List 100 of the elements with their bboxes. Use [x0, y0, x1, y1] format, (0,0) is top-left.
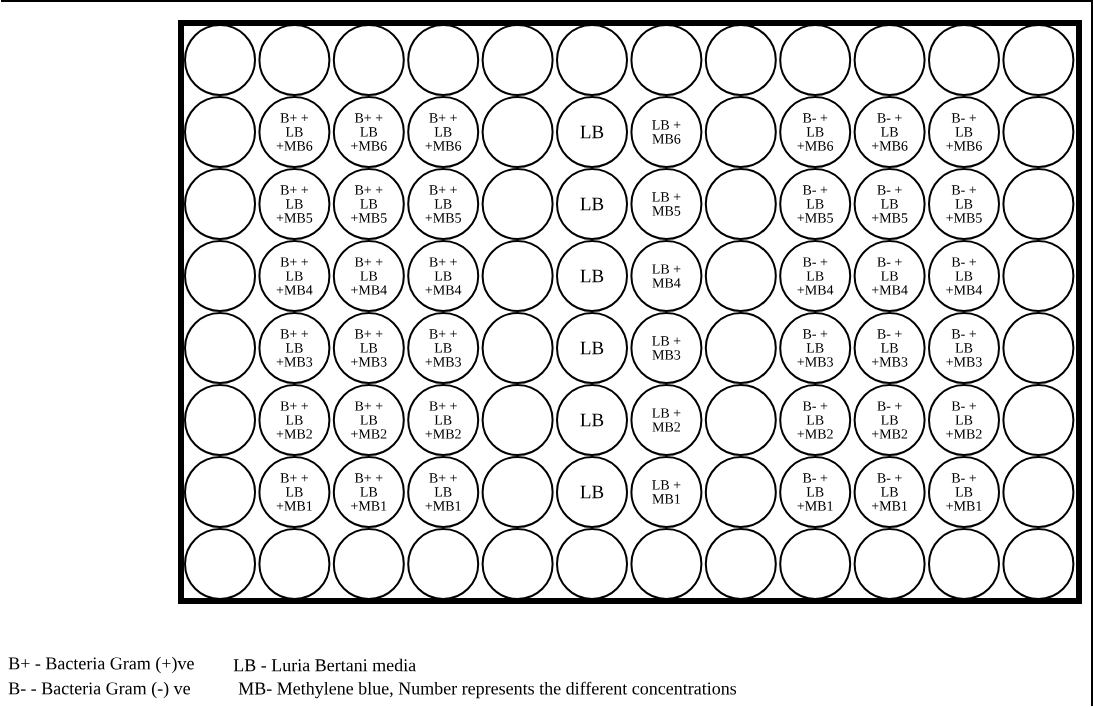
empty-well: [481, 312, 554, 384]
well: LB + MB2: [630, 384, 703, 456]
empty-well: [481, 384, 554, 456]
well: B+ + LB +MB1: [258, 456, 331, 528]
empty-well: [481, 528, 554, 600]
empty-well: [184, 24, 256, 96]
empty-well: [928, 528, 1000, 600]
well: LB + MB1: [630, 456, 703, 528]
well: LB + MB6: [630, 96, 703, 168]
empty-well: [779, 24, 852, 96]
legend-text: B- - Bacteria Gram (-) ve: [8, 681, 190, 699]
empty-well: [704, 528, 777, 600]
well: LB + MB4: [630, 240, 703, 312]
empty-well: [704, 456, 777, 528]
well: B- + LB +MB5: [928, 168, 1000, 240]
empty-well: [332, 528, 405, 600]
well: B- + LB +MB3: [779, 312, 852, 384]
well: B+ + LB +MB5: [258, 168, 331, 240]
well: B- + LB +MB2: [853, 384, 926, 456]
empty-well: [481, 456, 554, 528]
empty-well: [481, 240, 554, 312]
well: LB: [556, 168, 628, 240]
well: B- + LB +MB5: [779, 168, 852, 240]
well: B+ + LB +MB5: [332, 168, 405, 240]
empty-well: [407, 24, 480, 96]
empty-well: [184, 384, 256, 456]
well: LB: [556, 240, 628, 312]
well: B+ + LB +MB5: [407, 168, 480, 240]
well: B- + LB +MB5: [853, 168, 926, 240]
well: B- + LB +MB3: [853, 312, 926, 384]
well: B+ + LB +MB3: [258, 312, 331, 384]
empty-well: [1002, 168, 1075, 240]
well: B+ + LB +MB6: [258, 96, 331, 168]
legend-text: B+ - Bacteria Gram (+)ve: [8, 656, 194, 674]
empty-well: [779, 528, 852, 600]
empty-well: [704, 24, 777, 96]
well: B- + LB +MB1: [928, 456, 1000, 528]
well: B+ + LB +MB4: [258, 240, 331, 312]
empty-well: [556, 24, 628, 96]
well: B- + LB +MB3: [928, 312, 1000, 384]
well: B- + LB +MB2: [928, 384, 1000, 456]
empty-well: [928, 24, 1000, 96]
empty-well: [1002, 528, 1075, 600]
empty-well: [1002, 456, 1075, 528]
empty-well: [704, 96, 777, 168]
empty-well: [184, 312, 256, 384]
well: B+ + LB +MB2: [407, 384, 480, 456]
empty-well: [704, 312, 777, 384]
empty-well: [481, 96, 554, 168]
empty-well: [258, 528, 331, 600]
empty-well: [184, 168, 256, 240]
empty-well: [1002, 312, 1075, 384]
empty-well: [407, 528, 480, 600]
well: B- + LB +MB2: [779, 384, 852, 456]
empty-well: [184, 96, 256, 168]
well: B+ + LB +MB6: [332, 96, 405, 168]
well: LB: [556, 312, 628, 384]
empty-well: [258, 24, 331, 96]
empty-well: [184, 240, 256, 312]
well: B+ + LB +MB4: [407, 240, 480, 312]
legend-text: LB - Luria Bertani media: [233, 658, 416, 672]
well: LB: [556, 96, 628, 168]
empty-well: [1002, 24, 1075, 96]
well: B+ + LB +MB3: [407, 312, 480, 384]
legend-text: MB- Methylene blue, Number represents the different concentrations: [238, 681, 737, 699]
well: B- + LB +MB1: [853, 456, 926, 528]
well: B+ + LB +MB1: [332, 456, 405, 528]
empty-well: [630, 528, 703, 600]
well: LB + MB5: [630, 168, 703, 240]
well: B- + LB +MB1: [779, 456, 852, 528]
empty-well: [704, 168, 777, 240]
well: B- + LB +MB6: [928, 96, 1000, 168]
well: B+ + LB +MB6: [407, 96, 480, 168]
empty-well: [704, 384, 777, 456]
empty-well: [481, 168, 554, 240]
empty-well: [853, 24, 926, 96]
well: B- + LB +MB6: [779, 96, 852, 168]
empty-well: [184, 528, 256, 600]
well: B- + LB +MB6: [853, 96, 926, 168]
well: LB: [556, 456, 628, 528]
well: LB + MB3: [630, 312, 703, 384]
empty-well: [481, 24, 554, 96]
empty-well: [332, 24, 405, 96]
empty-well: [1002, 240, 1075, 312]
well: B+ + LB +MB2: [258, 384, 331, 456]
empty-well: [556, 528, 628, 600]
well: B+ + LB +MB1: [407, 456, 480, 528]
well: B+ + LB +MB2: [332, 384, 405, 456]
empty-well: [704, 240, 777, 312]
empty-well: [853, 528, 926, 600]
empty-well: [184, 456, 256, 528]
empty-well: [1002, 384, 1075, 456]
well: B+ + LB +MB3: [332, 312, 405, 384]
well: B- + LB +MB4: [853, 240, 926, 312]
well: B+ + LB +MB4: [332, 240, 405, 312]
well: LB: [556, 384, 628, 456]
well: B- + LB +MB4: [779, 240, 852, 312]
well: B- + LB +MB4: [928, 240, 1000, 312]
empty-well: [1002, 96, 1075, 168]
empty-well: [630, 24, 703, 96]
